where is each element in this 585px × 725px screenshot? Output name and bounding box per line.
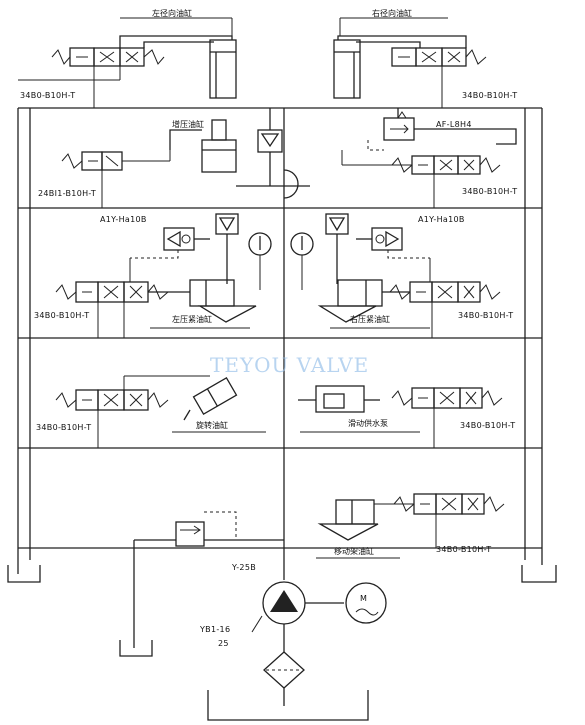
- label-check-left: A1Y-Ha10B: [100, 215, 147, 224]
- label-booster-cylinder: 增压油缸: [172, 119, 204, 129]
- label-moving-frame-cylinder: 移动架油缸: [334, 546, 374, 556]
- tank-bottom-left: [119, 540, 153, 657]
- label-pressure-valve: Y-25B: [231, 563, 256, 572]
- left-clamp-cylinder: [148, 279, 257, 323]
- booster-cylinder: [169, 119, 237, 173]
- valve-right-2: [341, 150, 501, 208]
- valve-label-right-2: 34B0-B10H-T: [462, 187, 517, 196]
- label-right-clamp-cylinder: 右压紧油缸: [350, 314, 390, 324]
- label-right-radial-cylinder: 右径向油缸: [372, 8, 412, 18]
- label-relief-valve: AF-L8H4: [436, 120, 472, 129]
- label-left-clamp-cylinder: 左压紧油缸: [172, 314, 212, 324]
- label-pump-model: YB1-16: [199, 625, 230, 634]
- moving-frame-cylinder: [317, 499, 379, 541]
- valve-top-left: [18, 47, 165, 108]
- valve-label-booster: 24BI1-B10H-T: [38, 189, 96, 198]
- valve-right-4: [391, 387, 503, 448]
- valve-label-right-5: 34B0-B10H-T: [436, 545, 491, 554]
- hydraulic-pump: [251, 581, 344, 652]
- gauge-right: [290, 232, 314, 290]
- motor-symbol: M: [360, 594, 367, 603]
- tank-bottom: [207, 690, 369, 721]
- label-sliding-pump: 滑动供水泵: [348, 418, 388, 428]
- check-valve-left: [130, 227, 210, 259]
- valve-top-right: [391, 47, 487, 108]
- pressure-valve: [134, 511, 284, 547]
- frame-lines: [17, 107, 543, 580]
- right-clamp-cylinder: [317, 279, 410, 323]
- valve-right-3: [389, 258, 501, 338]
- sliding-pump: [298, 385, 380, 413]
- valve-label-right-3: 34B0-B10H-T: [458, 311, 513, 320]
- small-check-right: [325, 213, 349, 284]
- rotating-cylinder: [183, 376, 238, 421]
- filter: [263, 651, 305, 706]
- right-radial-cylinder: [333, 35, 467, 99]
- gauge-left: [248, 232, 272, 290]
- valve-left-4: [55, 375, 210, 448]
- valve-booster: [61, 150, 171, 208]
- left-radial-cylinder: [119, 35, 237, 99]
- label-left-radial-cylinder: 左径向油缸: [152, 8, 192, 18]
- tank-right: [521, 565, 557, 583]
- check-valve-top: [236, 108, 310, 199]
- motor-icon: M: [345, 582, 387, 624]
- watermark: TEYOU VALVE: [210, 353, 369, 377]
- small-check-left: [215, 213, 239, 284]
- valve-label-top-left: 34B0-B10H-T: [20, 91, 75, 100]
- label-pump-displacement: 25: [218, 639, 229, 648]
- label-check-right: A1Y-Ha10B: [418, 215, 465, 224]
- valve-label-left-4: 34B0-B10H-T: [36, 423, 91, 432]
- tank-left: [7, 565, 41, 583]
- valve-label-left-3: 34B0-B10H-T: [34, 311, 89, 320]
- check-valve-right: [356, 227, 430, 259]
- valve-label-right-4: 34B0-B10H-T: [460, 421, 515, 430]
- valve-left-3: [55, 258, 169, 338]
- relief-valve: [367, 108, 517, 151]
- label-rotating-cylinder: 旋转油缸: [196, 420, 228, 430]
- valve-label-top-right: 34B0-B10H-T: [462, 91, 517, 100]
- valve-right-5: [374, 493, 505, 548]
